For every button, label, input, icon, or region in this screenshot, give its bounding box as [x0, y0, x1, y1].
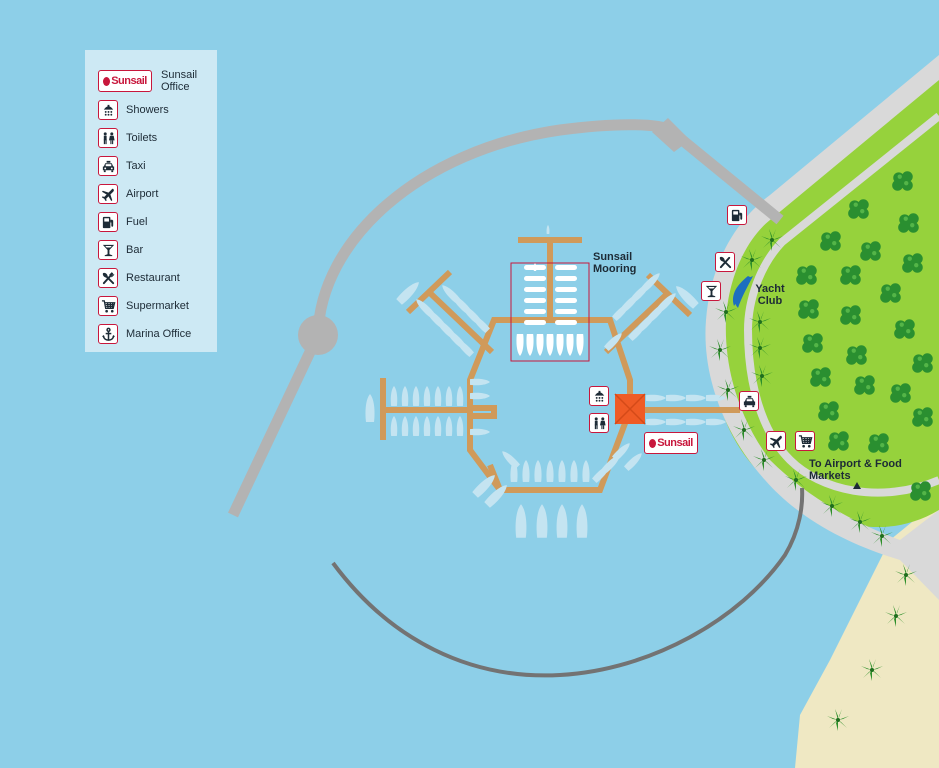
bar-icon[interactable] [701, 281, 721, 301]
supermarket-icon [98, 296, 118, 316]
legend-label: Sunsail Office [161, 69, 198, 93]
legend-item-supermarket: Supermarket [98, 292, 217, 320]
legend-label: Fuel [126, 216, 148, 228]
anchor-icon [98, 324, 118, 344]
legend-label: Restaurant [126, 272, 180, 284]
legend-item-marina-office: Marina Office [98, 320, 217, 348]
sand-beach [795, 500, 939, 768]
sunsail-office-logo[interactable]: Sunsail [644, 432, 698, 454]
legend-label: Toilets [126, 132, 158, 144]
restaurant-icon [98, 268, 118, 288]
breakwater [228, 119, 784, 518]
sunsail-office-building [614, 393, 646, 425]
legend-item-restaurant: Restaurant [98, 264, 217, 292]
fuel-icon [98, 212, 118, 232]
legend-label: Airport [126, 188, 159, 200]
bar-icon [98, 240, 118, 260]
sunsail-mooring-area [510, 262, 590, 362]
legend-label: Marina Office [126, 328, 192, 340]
shower-icon [98, 100, 118, 120]
fuel-icon[interactable] [727, 205, 747, 225]
direction-arrow [853, 482, 861, 489]
legend-label: Supermarket [126, 300, 189, 312]
legend-label: Showers [126, 104, 169, 116]
toilets-icon [98, 128, 118, 148]
toilets-icon[interactable] [589, 413, 609, 433]
road-strip [743, 112, 939, 497]
restaurant-icon[interactable] [715, 252, 735, 272]
legend: Sunsail Sunsail Office Showers Toilets T… [85, 50, 217, 352]
to-airport-label: To Airport & Food Markets [809, 458, 902, 482]
legend-item-sunsail-office: Sunsail Sunsail Office [98, 64, 217, 98]
taxi-icon [98, 156, 118, 176]
supermarket-icon[interactable] [795, 431, 815, 451]
legend-item-airport: Airport [98, 180, 217, 208]
legend-item-bar: Bar [98, 236, 217, 264]
airport-icon[interactable] [766, 431, 786, 451]
south-jetty [331, 487, 805, 678]
legend-label: Bar [126, 244, 144, 256]
boats-north [546, 225, 550, 234]
yacht-club-label: Yacht Club [755, 283, 785, 307]
legend-item-showers: Showers [98, 96, 217, 124]
legend-item-fuel: Fuel [98, 208, 217, 236]
legend-item-toilets: Toilets [98, 124, 217, 152]
legend-label: Taxi [126, 160, 146, 172]
sunsail-logo: Sunsail [98, 70, 152, 92]
sunsail-mooring-label: Sunsail Mooring [593, 251, 637, 275]
taxi-icon[interactable] [739, 391, 759, 411]
airport-icon [98, 184, 118, 204]
shower-icon[interactable] [589, 386, 609, 406]
boats-nw [395, 278, 491, 358]
legend-item-taxi: Taxi [98, 152, 217, 180]
